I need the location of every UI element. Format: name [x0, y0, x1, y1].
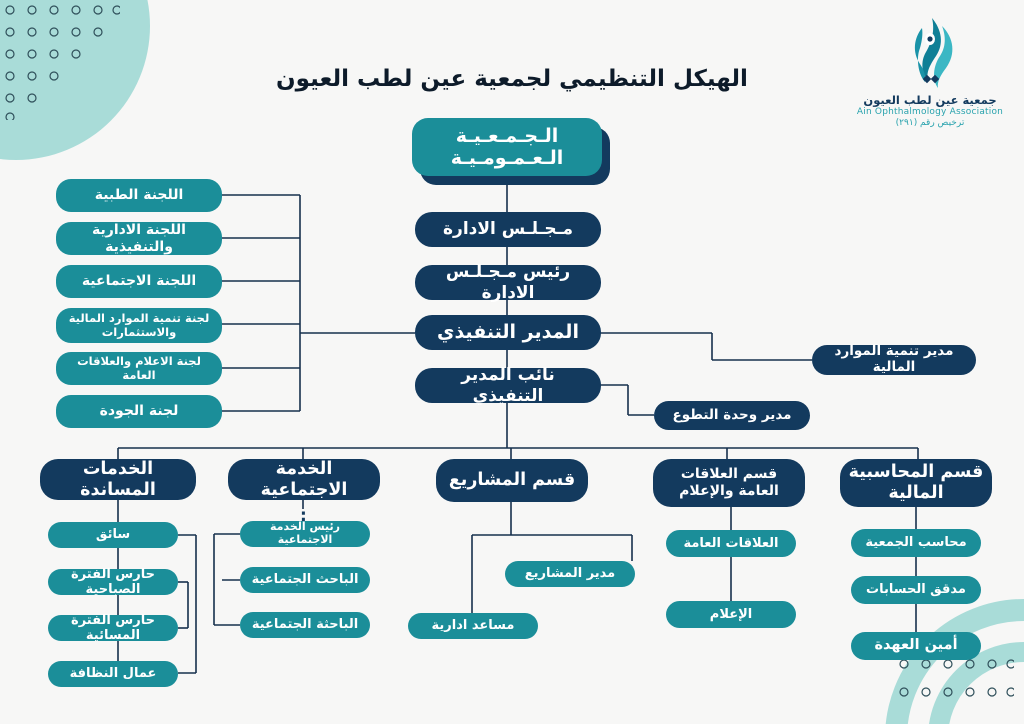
node-social-researcher-female[interactable]: الباحثة الجتماعية [240, 612, 370, 638]
dept-head-social-service[interactable]: الخدمة الاجتماعية [228, 459, 380, 500]
node-general-assembly[interactable]: الـجـمـعـيـة الـعـمـومـيـة [412, 118, 602, 176]
dept-head-supporting-services[interactable]: الخدمات المساندة [40, 459, 196, 500]
dept-head-projects[interactable]: قسم المشاريع [436, 459, 588, 502]
node-driver[interactable]: سائق [48, 522, 178, 548]
node-committee-medical[interactable]: اللجنة الطبية [56, 179, 222, 212]
association-logo: جمعية عين لطب العيون Ain Ophthalmology A… [850, 14, 1010, 128]
node-committee-financial-resources-investment[interactable]: لجنة تنمية الموارد المالية والاستثمارات [56, 308, 222, 343]
node-deputy-executive-director[interactable]: نائب المدير التنفيذي [415, 365, 601, 406]
node-chairman-of-board[interactable]: رئيس مـجـلـس الادارة [415, 262, 601, 303]
dept-head-financial-accounting[interactable]: قسم المحاسبية المالية [840, 459, 992, 507]
node-volunteer-unit-manager[interactable]: مدير وحدة التطوع [654, 401, 810, 430]
node-accounts-auditor[interactable]: مدقق الحسابات [851, 576, 981, 604]
logo-name-arabic: جمعية عين لطب العيون [863, 93, 997, 107]
node-morning-shift-guard[interactable]: حارس الفترة الصباحية [48, 567, 178, 597]
node-cleaning-workers[interactable]: عمال النظافة [48, 661, 178, 687]
node-financial-resources-development-manager[interactable]: مدير تنمية الموارد المالية [812, 343, 976, 375]
node-media[interactable]: الإعلام [666, 601, 796, 628]
page-title: الهيكل التنظيمي لجمعية عين لطب العيون [276, 66, 748, 92]
eye-flame-logo-icon [914, 18, 953, 88]
node-public-relations[interactable]: العلاقات العامة [666, 530, 796, 557]
node-evening-shift-guard[interactable]: حارس الفترة المسائية [48, 613, 178, 643]
node-committee-media-public-relations[interactable]: لجنة الاعلام والعلاقات العامة [56, 352, 222, 385]
logo-license-number: ترخيص رقم (٢٩١) [895, 118, 965, 128]
node-committee-administrative-executive[interactable]: اللجنة الادارية والتنفيذية [56, 222, 222, 255]
node-committee-social[interactable]: اللجنة الاجتماعية [56, 265, 222, 298]
node-head-of-social-service[interactable]: رئيس الخدمة الاجتماعية [240, 520, 370, 547]
dept-head-public-relations-media[interactable]: قسم العلاقات العامة والإعلام [653, 459, 805, 507]
node-social-researcher-male[interactable]: الباحث الجتماعية [240, 567, 370, 593]
node-board-of-directors[interactable]: مـجـلـس الادارة [415, 212, 601, 247]
node-executive-director[interactable]: المدير التنفيذي [415, 315, 601, 350]
logo-name-english: Ain Ophthalmology Association [856, 107, 1004, 117]
node-administrative-assistant[interactable]: مساعد ادارية [408, 613, 538, 639]
social-service-colon-marker: : [300, 506, 307, 526]
node-custodian[interactable]: أمين العهدة [851, 632, 981, 660]
node-committee-quality[interactable]: لجنة الجودة [56, 395, 222, 428]
node-projects-manager[interactable]: مدير المشاريع [505, 561, 635, 587]
node-association-accountant[interactable]: محاسب الجمعية [851, 529, 981, 557]
